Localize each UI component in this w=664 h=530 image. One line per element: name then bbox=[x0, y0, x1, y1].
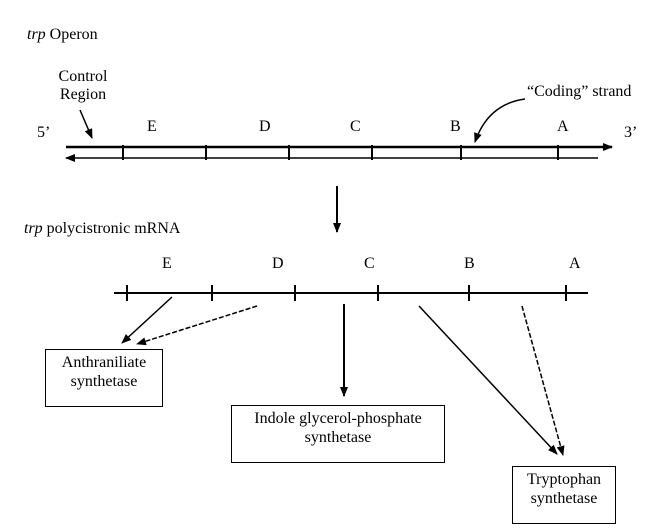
anthranilate-line2: synthetase bbox=[70, 373, 138, 390]
mrna-title-gene: trp bbox=[24, 220, 43, 237]
five-prime-label: 5’ bbox=[37, 124, 51, 141]
mrna-gene-c: C bbox=[364, 255, 375, 272]
anthranilate-synthetase-box: Anthraniliate synthetase bbox=[45, 349, 163, 407]
dna-gene-e: E bbox=[147, 118, 157, 135]
mrna-gene-d: D bbox=[272, 255, 284, 272]
coding-strand-label: “Coding” strand bbox=[527, 83, 632, 100]
control-region-label: Control Region bbox=[48, 68, 118, 104]
dna-gene-a: A bbox=[557, 118, 569, 135]
indole-glycerol-phosphate-synthetase-box: Indole glycerol-phosphate synthetase bbox=[231, 405, 445, 463]
tryptophan-line2: synthetase bbox=[530, 490, 598, 507]
dna-gene-b: B bbox=[450, 118, 461, 135]
mrna-gene-a: A bbox=[569, 255, 581, 272]
indole-line1: Indole glycerol-phosphate bbox=[254, 410, 422, 427]
coding-strand-arrow bbox=[474, 98, 526, 143]
arrow-b-to-tryptophan bbox=[418, 305, 558, 455]
mrna-gene-boundaries bbox=[126, 285, 567, 301]
arrow-e-to-anthranilate bbox=[121, 296, 173, 344]
mrna-title-rest: polycistronic mRNA bbox=[46, 220, 181, 237]
control-region-arrow bbox=[79, 109, 93, 139]
control-region-line1: Control bbox=[58, 68, 108, 85]
indole-line2: synthetase bbox=[304, 429, 372, 446]
mrna-gene-e: E bbox=[162, 255, 172, 272]
anthranilate-line1: Anthraniliate bbox=[61, 354, 147, 371]
operon-title: trp Operon bbox=[27, 26, 98, 44]
mrna-gene-b: B bbox=[464, 255, 475, 272]
dna-gene-c: C bbox=[350, 118, 361, 135]
three-prime-label: 3’ bbox=[624, 124, 638, 141]
dna-gene-boundaries bbox=[122, 145, 559, 160]
tryptophan-synthetase-box: Tryptophan synthetase bbox=[512, 466, 616, 524]
operon-title-gene: trp bbox=[27, 26, 46, 43]
control-region-line2: Region bbox=[59, 86, 107, 103]
operon-title-rest: Operon bbox=[49, 26, 98, 43]
tryptophan-line1: Tryptophan bbox=[526, 471, 602, 488]
dna-gene-d: D bbox=[259, 118, 271, 135]
mrna-title: trp polycistronic mRNA bbox=[24, 220, 180, 238]
arrow-a-to-tryptophan bbox=[521, 305, 565, 456]
